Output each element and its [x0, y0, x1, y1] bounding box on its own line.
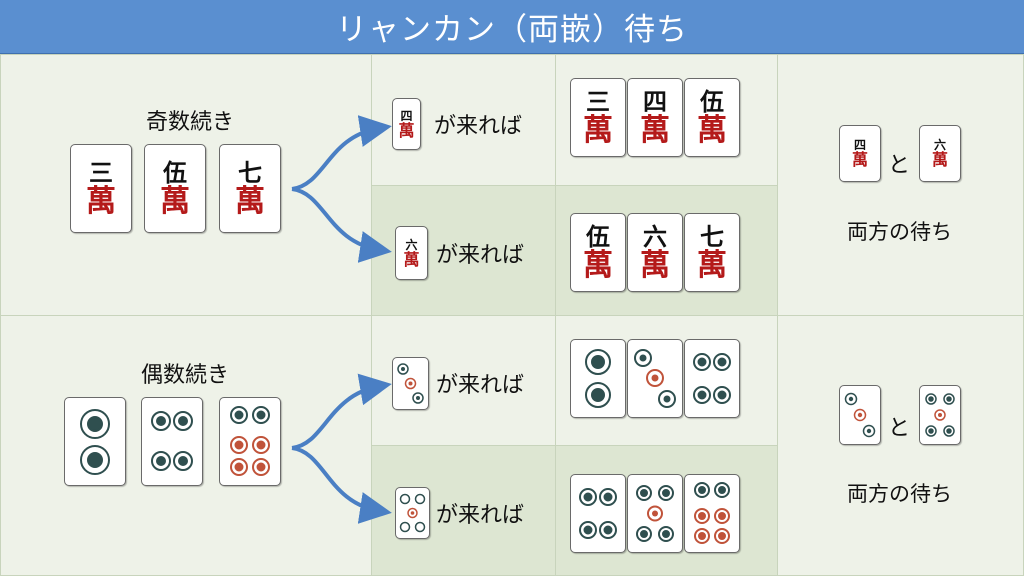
wait-summary: 両方の待ち [847, 220, 952, 244]
result-tile-pin [627, 339, 683, 418]
section2-wait-cell [777, 315, 1024, 576]
section1-wait-cell [777, 54, 1024, 316]
result-tile-pin [570, 339, 626, 418]
result-tile-pin [570, 474, 626, 553]
wait-tile-pin [839, 385, 881, 445]
hand-tile-pin [64, 397, 126, 486]
result-tile-pin [684, 339, 740, 418]
pin-2-icon [585, 349, 611, 408]
result-tile-man: 七 萬 [684, 213, 740, 292]
arrow-upper-1 [291, 115, 392, 191]
pin-6-icon [230, 406, 270, 476]
pin-5-icon [636, 485, 674, 542]
hand-tile-man: 三 萬 [70, 144, 132, 233]
draw-phrase: が来れば [434, 114, 523, 139]
wait-tile-man: 四 萬 [839, 125, 881, 182]
result-tile-man: 伍 萬 [570, 213, 626, 292]
arrow-upper-2 [291, 373, 392, 450]
pin-4-icon [693, 353, 731, 404]
draw-tile-man: 四 萬 [392, 98, 421, 150]
result-tile-man: 三 萬 [570, 78, 626, 157]
pin-5-icon [399, 493, 426, 533]
wait-summary: 両方の待ち [847, 482, 952, 506]
pin-3-icon [844, 392, 876, 438]
title-bar: リャンカン（両嵌）待ち [0, 0, 1024, 54]
result-tile-man: 四 萬 [627, 78, 683, 157]
section2-label: 偶数続き [140, 363, 229, 388]
hand-tile-man: 七 萬 [219, 144, 281, 233]
result-tile-man: 伍 萬 [684, 78, 740, 157]
wait-connector: と [888, 416, 911, 441]
pin-5-icon [925, 393, 955, 437]
draw-tile-pin [392, 357, 429, 410]
wait-tile-man: 六 萬 [919, 125, 961, 182]
pin-4-icon [579, 488, 617, 539]
hand-tile-pin [219, 397, 281, 486]
result-tile-pin [627, 474, 683, 553]
pin-3-icon [397, 363, 424, 404]
wait-connector: と [888, 153, 911, 178]
section1-label: 奇数続き [145, 110, 234, 135]
pin-2-icon [80, 409, 110, 475]
wait-tile-pin [919, 385, 961, 445]
draw-phrase: が来れば [436, 503, 525, 528]
pin-4-icon [151, 411, 193, 471]
hand-tile-pin [141, 397, 203, 486]
draw-phrase: が来れば [436, 373, 525, 398]
draw-tile-pin [395, 487, 430, 539]
draw-tile-man: 六 萬 [395, 226, 428, 280]
page-title: リャンカン（両嵌）待ち [336, 12, 688, 48]
pin-3-icon [634, 349, 676, 408]
hand-tile-man: 伍 萬 [144, 144, 206, 233]
pin-6-icon [694, 482, 730, 544]
arrow-lower-2 [291, 446, 392, 524]
draw-phrase: が来れば [436, 243, 525, 268]
pin-circle [80, 409, 110, 475]
result-tile-man: 六 萬 [627, 213, 683, 292]
arrow-lower-1 [291, 187, 392, 263]
result-tile-pin [684, 474, 740, 553]
